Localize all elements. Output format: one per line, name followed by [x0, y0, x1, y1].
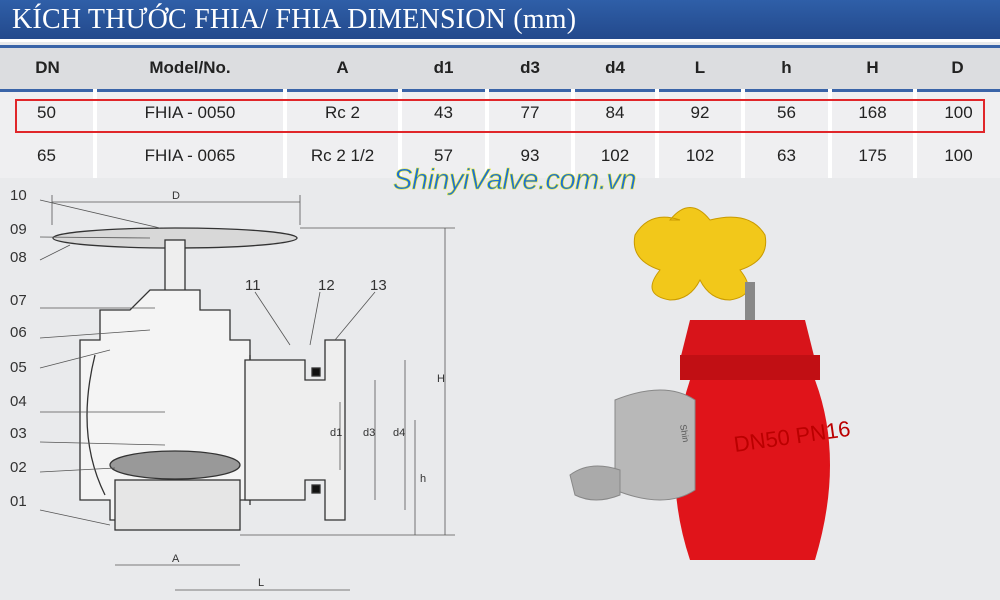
header-l: L	[657, 48, 743, 92]
cell: Rc 2 1/2	[283, 134, 400, 178]
cell: 175	[828, 134, 915, 178]
header-h-small: h	[743, 48, 830, 92]
part-label: 12	[318, 277, 335, 294]
dim-label-a: A	[172, 553, 180, 565]
cell: 168	[828, 90, 915, 134]
header-h: H	[830, 48, 915, 92]
dimension-table: DN Model/No. A d1 d3 d4 L h H D 50 FHIA …	[0, 48, 1000, 178]
header-d3: d3	[487, 48, 573, 92]
part-label: 10	[10, 187, 27, 204]
header-d1: d1	[400, 48, 487, 92]
valve-photo: DN50 PN16 Shin	[569, 207, 852, 560]
header-d4: d4	[573, 48, 657, 92]
part-label: 01	[10, 493, 27, 510]
cell: 102	[571, 134, 657, 178]
table-header-row: DN Model/No. A d1 d3 d4 L h H D	[0, 48, 1000, 92]
part-label: 02	[10, 459, 27, 476]
cell: FHIA - 0050	[93, 90, 285, 134]
coupling-marking: Shin	[678, 424, 691, 443]
page-title: KÍCH THƯỚC FHIA/ FHIA DIMENSION (mm)	[12, 4, 577, 35]
cell: 100	[913, 134, 1000, 178]
header-d: D	[915, 48, 1000, 92]
dim-label-d: D	[172, 190, 180, 202]
table-row: 65 FHIA - 0065 Rc 2 1/2 57 93 102 102 63…	[0, 134, 1000, 178]
handwheel	[633, 207, 767, 301]
part-label: 06	[10, 324, 27, 341]
part-label: 04	[10, 393, 27, 410]
part-label: 07	[10, 292, 27, 309]
cell: 65	[0, 134, 95, 178]
cell: 77	[485, 90, 573, 134]
divider	[0, 45, 1000, 48]
dim-label-h-small: h	[420, 473, 426, 485]
table-row: 50 FHIA - 0050 Rc 2 43 77 84 92 56 168 1…	[0, 90, 1000, 134]
cell: 102	[655, 134, 743, 178]
cell: FHIA - 0065	[93, 134, 285, 178]
cell: 57	[398, 134, 487, 178]
cell: 93	[485, 134, 573, 178]
cell: 92	[655, 90, 743, 134]
header-a: A	[285, 48, 400, 92]
header-dn: DN	[0, 48, 95, 92]
cell: 84	[571, 90, 657, 134]
title-bar: KÍCH THƯỚC FHIA/ FHIA DIMENSION (mm)	[0, 0, 1000, 42]
cell: Rc 2	[283, 90, 400, 134]
header-model: Model/No.	[95, 48, 285, 92]
dim-label-l: L	[258, 577, 264, 589]
row-highlight	[15, 99, 985, 133]
technical-drawing: 10 09 08 07 06 05 04 03 02 01 11 12 13 D…	[10, 187, 455, 591]
cell: 63	[741, 134, 830, 178]
part-label: 05	[10, 359, 27, 376]
cell: 100	[913, 90, 1000, 134]
cell: 43	[398, 90, 487, 134]
dim-label-d1: d1	[330, 427, 342, 439]
part-label: 09	[10, 221, 27, 238]
cell: 56	[741, 90, 830, 134]
dim-label-h: H	[437, 373, 445, 385]
dim-label-d3: d3	[363, 427, 375, 439]
part-label: 08	[10, 249, 27, 266]
part-label: 11	[245, 277, 261, 294]
dim-label-d4: d4	[393, 427, 405, 439]
watermark: ShinyiValve.com.vn	[393, 164, 637, 197]
part-label: 13	[370, 277, 387, 294]
part-label: 03	[10, 425, 27, 442]
